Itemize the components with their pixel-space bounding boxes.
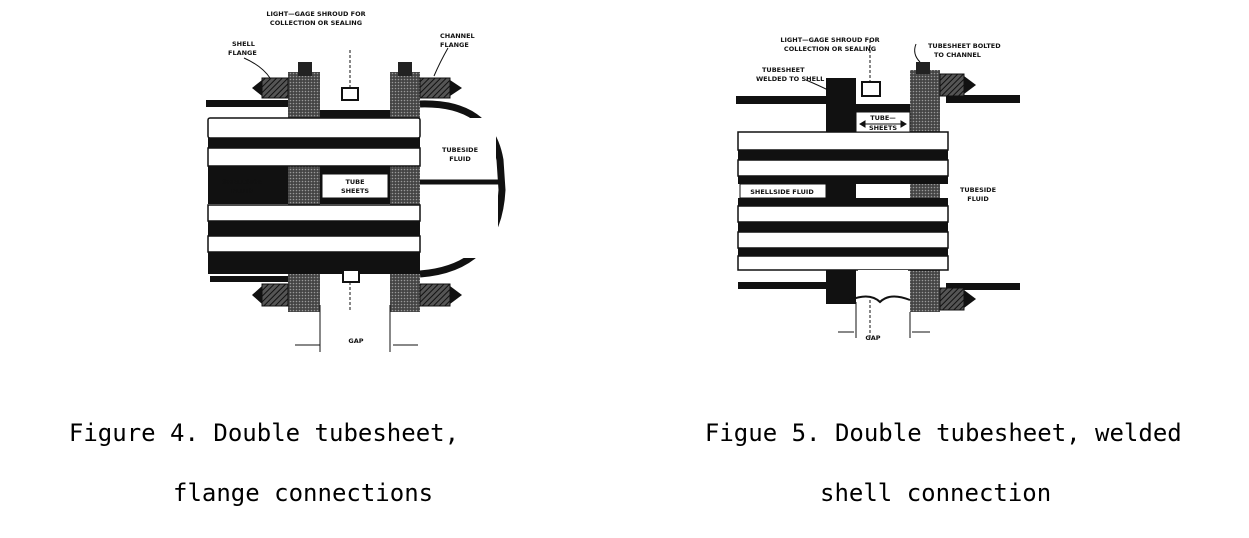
channel-flange xyxy=(916,62,976,311)
figure-5-caption: Figue 5. Double tubesheet, welded shell … xyxy=(676,388,1182,538)
shell-wall-top xyxy=(206,100,288,107)
tube-sheets-label-line2: SHEETS xyxy=(869,124,897,132)
shroud-label-line1: LIGHT—GAGE SHROUD FOR xyxy=(266,10,365,18)
channel-flange-label-line2: FLANGE xyxy=(440,41,469,49)
tubesheet-arrows xyxy=(859,120,907,128)
shell-wall-bottom xyxy=(210,276,288,282)
tubesheet-welded-label-line2: WELDED TO SHELL xyxy=(756,75,824,83)
shellside-fluid-label-line1: SHELLSIDE xyxy=(222,178,262,186)
top-flanges xyxy=(252,62,462,99)
figure-5-diagram: LIGHT—GAGE SHROUD FOR COLLECTION OR SEAL… xyxy=(720,0,1040,350)
figure-4-drawing: LIGHT—GAGE SHROUD FOR COLLECTION OR SEAL… xyxy=(206,10,506,352)
tube-sheets-label-line1: TUBE— xyxy=(870,114,896,122)
shroud-label-line2: COLLECTION OR SEALING xyxy=(784,45,876,53)
channel-tubesheet xyxy=(390,72,420,312)
gap-dimension xyxy=(838,302,930,338)
figure-4-diagram: LIGHT—GAGE SHROUD FOR COLLECTION OR SEAL… xyxy=(190,0,530,360)
shroud-label-line1: LIGHT—GAGE SHROUD FOR xyxy=(780,36,879,44)
shroud-label-line2: COLLECTION OR SEALING xyxy=(270,19,362,27)
shellside-fluid-label-line2: FLUID xyxy=(231,187,253,195)
shroud xyxy=(849,40,911,338)
shroud xyxy=(341,50,360,312)
shellside-fluid-label: SHELLSIDE FLUID xyxy=(750,188,814,196)
figure-5-caption-line1: Figue 5. Double tubesheet, welded xyxy=(704,419,1182,447)
tube-sheets-label-line1: TUBE xyxy=(345,178,364,186)
shell-wall-bottom xyxy=(738,282,828,289)
channel-wall-top xyxy=(946,95,1020,103)
bolted-tubesheet xyxy=(910,70,940,312)
tubeside-fluid-label-line1: TUBESIDE xyxy=(442,146,478,154)
gap-label: GAP xyxy=(348,337,363,345)
tubesheet-welded-label-line1: TUBESHEET xyxy=(762,66,805,74)
tubesheet-bolted-label-line1: TUBESHEET BOLTED xyxy=(928,42,1001,50)
tubeside-fluid-label-line1: TUBESIDE xyxy=(960,186,996,194)
gap-label: GAP xyxy=(865,334,880,342)
channel-head xyxy=(419,100,506,278)
figure-5-caption-line2: shell connection xyxy=(820,479,1052,507)
figure-4-caption-line1: Figure 4. Double tubesheet, xyxy=(68,419,460,447)
figure-4-caption: Figure 4. Double tubesheet, flange conne… xyxy=(40,388,459,538)
channel-wall-bottom xyxy=(946,283,1020,290)
shell-flange-label-line2: FLANGE xyxy=(228,49,257,57)
shell-flange-label-line1: SHELL xyxy=(232,40,255,48)
tubesheet-bolted-label-line2: TO CHANNEL xyxy=(934,51,981,59)
shell-tubesheet xyxy=(288,72,320,312)
tubeside-fluid-label-line2: FLUID xyxy=(449,155,471,163)
tube-sheets-label-line2: SHEETS xyxy=(341,187,369,195)
figure-4-caption-line2: flange connections xyxy=(173,479,434,507)
bottom-flanges xyxy=(252,283,462,307)
channel-flange-label-line1: CHANNEL xyxy=(440,32,475,40)
tubeside-fluid-label-line2: FLUID xyxy=(967,195,989,203)
figure-5-drawing: LIGHT—GAGE SHROUD FOR COLLECTION OR SEAL… xyxy=(736,36,1020,342)
shell-wall-top xyxy=(736,96,826,104)
gap-dimension xyxy=(295,305,418,352)
